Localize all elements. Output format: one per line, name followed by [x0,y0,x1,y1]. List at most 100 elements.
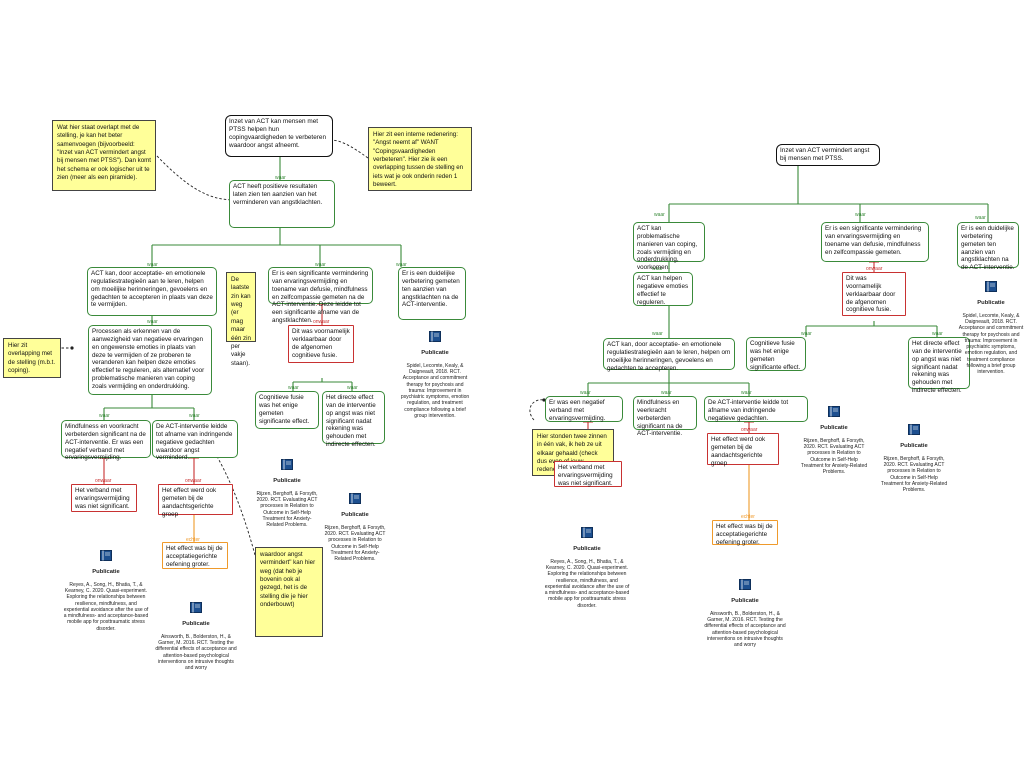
book-icon [828,406,840,418]
book-icon [985,281,997,293]
left-node-clear-improvement[interactable]: Er is een duidelijke verbetering gemeten… [398,267,466,320]
book-icon [429,331,441,343]
book-icon [739,579,751,591]
feedback-note-last-sentence[interactable]: De laatste zin kan weg (er mag maar één … [226,272,256,367]
right-node-clear-improvement[interactable]: Er is een duidelijke verbetering gemeten… [957,222,1019,271]
publication-title: Publicatie [341,511,369,518]
feedback-note-overlap-coping[interactable]: Hier zit overlapping met de stelling (m.… [3,338,61,378]
feedback-note-internal-reasoning[interactable]: Hier zit een interne redenering: "Angst … [368,127,472,191]
right-publication-rijzen-1[interactable]: Publicatie Rijzen, Berghoff, & Forsyth, … [800,400,868,475]
right-node-regulate-emotions[interactable]: ACT kan helpen negatieve emoties effecti… [633,272,693,306]
left-node-no-significant-link[interactable]: Het verband met ervaringsvermijding was … [71,484,137,512]
right-publication-ainsworth[interactable]: Publicatie Ainsworth, B., Bolderston, H.… [704,573,786,648]
relation-label: waar [189,413,200,419]
book-icon [190,602,202,614]
right-publication-rijzen-2[interactable]: Publicatie Rijzen, Berghoff, & Forsyth, … [880,418,948,493]
publication-title: Publicatie [820,424,848,431]
right-publication-reyes[interactable]: Publicatie Reyes, A., Song, H., Bhatia, … [543,521,631,609]
right-node-negative-link[interactable]: Er was een negatief verband met ervaring… [545,396,623,422]
book-icon [908,424,920,436]
publication-citation: Ainsworth, B., Bolderston, H., & Garner,… [155,633,237,672]
publication-citation: Reyes, A., Song, H., Bhatia, T., & Kearn… [544,558,630,609]
right-node-problematic-coping[interactable]: ACT kan problematische manieren van copi… [633,222,705,271]
left-publication-reyes[interactable]: Publicatie Reyes, A., Song, H., Bhatia, … [62,544,150,632]
relation-label: waar [661,390,672,396]
relation-label: waar [99,413,110,419]
left-node-only-effect[interactable]: Cognitieve fusie was het enige gemeten s… [255,391,319,429]
right-root-claim[interactable]: Inzet van ACT vermindert angst bij mense… [776,144,880,166]
left-node-mindfulness[interactable]: Mindfulness en voorkracht verbeterden si… [61,420,151,461]
relation-label: waar [347,385,358,391]
relation-label: onwaar [866,266,883,272]
right-node-intrusive-thoughts[interactable]: De ACT-interventie leidde tot afname van… [704,396,808,422]
left-node-significant-reduction[interactable]: Er is een significante vermindering van … [268,267,373,324]
relation-label: waar [855,212,866,218]
left-node-cognitive-fusion[interactable]: Dit was voornamelijk verklaarbaar door d… [288,325,354,363]
relation-label: waar [975,215,986,221]
right-node-attention-group[interactable]: Het effect werd ook gemeten bij de aanda… [707,433,779,467]
relation-label: onwaar [741,427,758,433]
relation-label: waar [580,390,591,396]
left-node-acceptance-larger[interactable]: Het effect was bij de acceptatiegerichte… [162,542,228,569]
relation-label: waar [652,331,663,337]
right-node-only-effect[interactable]: Cognitieve fusie was het enige gemeten s… [746,337,806,371]
publication-title: Publicatie [900,442,928,449]
relation-label: waar [288,385,299,391]
right-node-act-regulation-strategies[interactable]: ACT kan, door acceptatie- en emotionele … [603,338,735,372]
publication-citation: Spidel, Lecomte, Kealy, & Daigneault, 20… [958,312,1024,376]
publication-citation: Rijzen, Berghoff, & Forsyth, 2020. RCT. … [324,524,386,563]
publication-title: Publicatie [182,620,210,627]
left-publication-rijzen-2[interactable]: Publicatie Rijzen, Berghoff, & Forsyth, … [322,487,388,562]
right-node-mindfulness[interactable]: Mindfulness en veerkracht verbeterden si… [633,396,697,437]
relation-label: waar [801,331,812,337]
relation-label: echter [741,514,755,520]
relation-label: waar [932,331,943,337]
relation-label: waar [147,319,158,325]
left-node-act-regulation-strategies[interactable]: ACT kan, door acceptatie- en emotionele … [87,267,217,316]
left-publication-ainsworth[interactable]: Publicatie Ainsworth, B., Bolderston, H.… [155,596,237,671]
publication-title: Publicatie [273,477,301,484]
relation-label: echter [186,537,200,543]
publication-citation: Ainsworth, B., Bolderston, H., & Garner,… [704,610,786,649]
left-node-direct-effect[interactable]: Het directe effect van de interventie op… [322,391,385,448]
feedback-note-remove-phrase[interactable]: waardoor angst vermindert" kan hier weg … [255,547,323,637]
relation-label: onwaar [185,478,202,484]
publication-citation: Rijzen, Berghoff, & Forsyth, 2020. RCT. … [880,455,948,494]
publication-title: Publicatie [573,545,601,552]
publication-title: Publicatie [977,299,1005,306]
right-node-acceptance-larger[interactable]: Het effect was bij de acceptatiegerichte… [712,520,778,546]
right-publication-spidel[interactable]: Publicatie Spidel, Lecomte, Kealy, & Dai… [958,275,1024,375]
left-root-claim[interactable]: Inzet van ACT kan mensen met PTSS helpen… [225,115,333,157]
relation-label: waar [654,212,665,218]
relation-label: onwaar [313,319,330,325]
left-node-attention-group[interactable]: Het effect werd ook gemeten bij de aanda… [158,484,233,518]
relation-label: onwaar [95,478,112,484]
publication-title: Publicatie [92,568,120,575]
book-icon [281,459,293,471]
book-icon [581,527,593,539]
right-node-no-significant-link[interactable]: Het verband met ervaringsvermijding was … [554,461,622,487]
relation-label: waar [275,175,286,181]
book-icon [349,493,361,505]
relation-label: waar [741,390,752,396]
publication-title: Publicatie [731,597,759,604]
right-node-direct-effect[interactable]: Het directe effect van de interventie op… [908,337,970,394]
relation-label: waar [147,262,158,268]
right-node-cognitive-fusion[interactable]: Dit was voornamelijk verklaarbaar door d… [842,272,906,316]
publication-citation: Reyes, A., Song, H., Bhatia, T., & Kearn… [63,581,149,632]
left-node-intrusive-thoughts[interactable]: De ACT-interventie leidde tot afname van… [152,420,238,461]
publication-citation: Spidel, Lecomte, Kealy, & Daigneault, 20… [400,362,470,419]
left-publication-spidel[interactable]: Publicatie Spidel, Lecomte, Kealy, & Dai… [400,325,470,419]
left-node-processes[interactable]: Processen als erkennen van de aanwezighe… [88,325,212,395]
relation-label: waar [315,262,326,268]
relation-label: waar [396,262,407,268]
right-node-significant-reduction[interactable]: Er is een significante vermindering van … [821,222,929,262]
relation-label: waar [652,266,663,272]
publication-citation: Rijzen, Berghoff, & Forsyth, 2020. RCT. … [256,490,318,529]
left-node-act-positive-results[interactable]: ACT heeft positieve resultaten laten zie… [229,180,335,228]
publication-citation: Rijzen, Berghoff, & Forsyth, 2020. RCT. … [800,437,868,476]
left-publication-rijzen-1[interactable]: Publicatie Rijzen, Berghoff, & Forsyth, … [255,453,319,528]
feedback-note-merge[interactable]: Wat hier staat overlapt met de stelling,… [52,120,156,191]
publication-title: Publicatie [421,349,449,356]
